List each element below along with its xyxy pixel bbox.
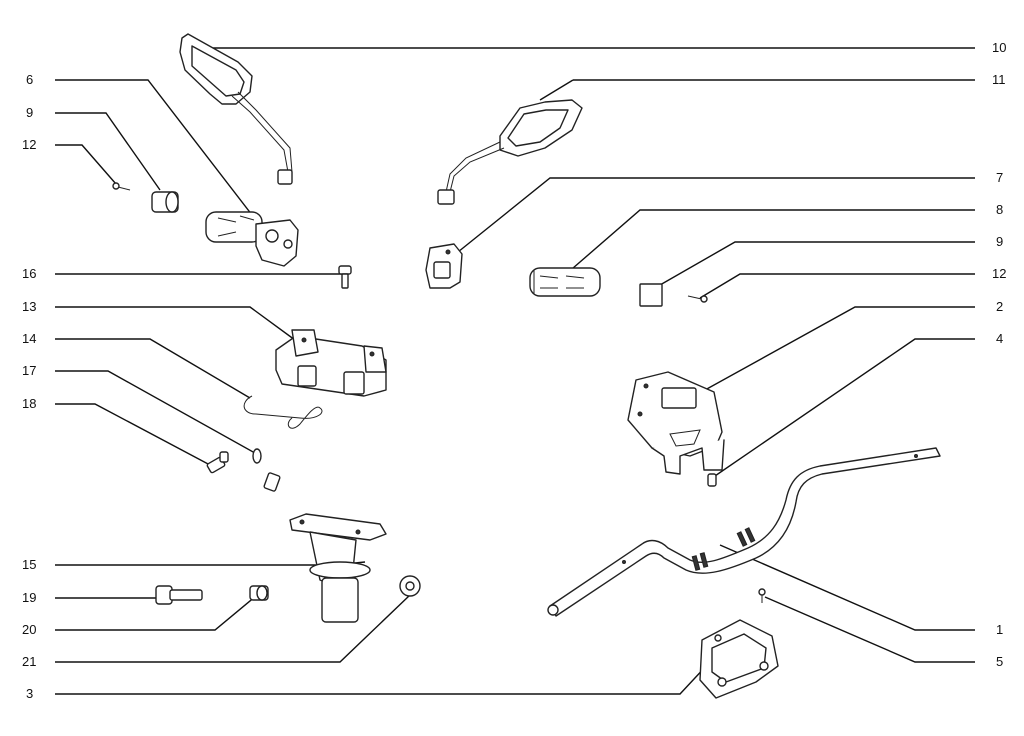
bushing-20 — [249, 585, 269, 601]
leader-1 — [719, 544, 975, 631]
label-part-17: 17 — [22, 363, 37, 378]
handlebar — [547, 447, 941, 617]
washer-17 — [252, 448, 262, 464]
label-part-3: 3 — [26, 686, 34, 701]
label-part-21: 21 — [22, 654, 37, 669]
leader-17 — [55, 370, 256, 454]
label-part-7: 7 — [996, 170, 1004, 185]
right-mirror — [437, 99, 583, 205]
screw-5 — [758, 588, 766, 603]
label-part-10: 10 — [992, 40, 1007, 55]
leader-7 — [457, 177, 975, 253]
leader-9-left — [55, 112, 161, 191]
nut-21 — [399, 575, 421, 597]
label-part-4: 4 — [996, 331, 1004, 346]
leader-13 — [55, 306, 296, 341]
label-part-2: 2 — [996, 299, 1004, 314]
label-part-12: 12 — [22, 137, 37, 152]
label-part-1: 1 — [996, 622, 1004, 637]
nut-small — [263, 472, 281, 492]
handle-grip — [529, 267, 601, 297]
bolt-16 — [338, 265, 352, 289]
leader-14 — [55, 338, 251, 399]
leader-18 — [55, 403, 211, 466]
bolt-18 — [206, 451, 229, 474]
leader-5 — [764, 596, 975, 663]
label-part-19: 19 — [22, 590, 37, 605]
handlebar-holder — [275, 329, 387, 397]
leader-12-right — [699, 273, 975, 299]
leader-3 — [55, 663, 709, 695]
switch-clamp — [425, 243, 463, 289]
label-part-11: 11 — [992, 72, 1006, 87]
label-part-6: 6 — [26, 72, 34, 87]
leader-20 — [55, 595, 257, 631]
right-spacer — [639, 283, 663, 307]
left-spacer — [151, 191, 179, 213]
leader-2 — [704, 306, 975, 391]
switch-housing — [627, 371, 725, 475]
label-part-9: 9 — [26, 105, 34, 120]
steering-stem — [289, 513, 387, 623]
label-part-18: 18 — [22, 396, 37, 411]
label-part-20: 20 — [22, 622, 37, 637]
label-part-8: 8 — [996, 202, 1004, 217]
label-part-15: 15 — [22, 557, 37, 572]
label-part-9-right: 9 — [996, 234, 1004, 249]
left-small-screw — [112, 182, 131, 191]
label-part-16: 16 — [22, 266, 37, 281]
leader-6 — [55, 79, 263, 229]
lower-clamp — [699, 619, 779, 699]
throttle-grip-assembly — [205, 211, 299, 267]
left-mirror — [179, 33, 293, 185]
long-bolt-19 — [155, 585, 203, 605]
screw-4 — [707, 473, 717, 487]
leader-11-b — [539, 79, 574, 101]
leader-21 — [55, 594, 411, 663]
label-part-13: 13 — [22, 299, 37, 314]
leader-8 — [564, 209, 975, 276]
leader-9-right — [659, 241, 975, 286]
cable-loop — [243, 395, 323, 429]
label-part-12-right: 12 — [992, 266, 1007, 281]
leader-12-left — [55, 144, 117, 185]
right-small-screw — [687, 295, 708, 303]
label-part-14: 14 — [22, 331, 37, 346]
label-part-5: 5 — [996, 654, 1004, 669]
leader-4 — [711, 338, 975, 479]
